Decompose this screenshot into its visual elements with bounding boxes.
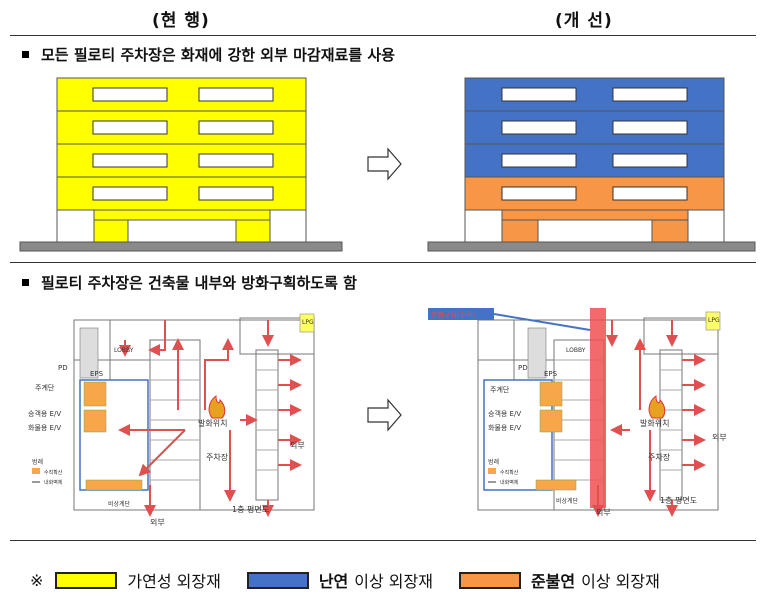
section-heading-exterior: 모든 필로티 주차장은 화재에 강한 외부 마감재료를 사용: [22, 44, 395, 65]
plan-label-stair: 주계단: [35, 383, 55, 392]
building-comparison-diagram: [19, 77, 756, 252]
plan-label-floor-plan: 1층 평면도: [232, 504, 269, 514]
bullet-square-icon: [22, 279, 29, 286]
plan-label-pd: PD: [58, 364, 68, 372]
plan-label-outside-right: 외부: [290, 440, 305, 450]
building-improved: [427, 77, 756, 252]
windows-improved: [501, 87, 688, 201]
fire-icon: [208, 395, 226, 419]
plan-label-emergency-stair: 비상계단: [108, 500, 131, 508]
legend-label-combustible: 가연성 외장재: [127, 572, 221, 591]
plan-label-passenger-ev: 승객용 E/V: [28, 409, 61, 418]
fire-compartment-pointer: [493, 313, 591, 331]
legend-swatch-semi-noncombustible: [458, 571, 521, 589]
plan-label-emergency-stair: 비상계단: [556, 497, 579, 505]
plan-legend-a: 수직확산: [44, 469, 63, 476]
legend-swatch-flame-retardant: [246, 571, 309, 589]
plan-legend-improved: 범례 수직확산 내화벽체: [488, 458, 519, 486]
section-heading-exterior-text: 모든 필로티 주차장은 화재에 강한 외부 마감재료를 사용: [41, 46, 395, 64]
piloti-beam-improved: [501, 209, 689, 221]
plan-legend-current: 범례 수직확산 내화벽체: [32, 458, 63, 486]
legend-item-semi-noncombustible: 준불연 이상 외장재: [458, 568, 660, 592]
plan-label-eps: EPS: [544, 370, 558, 378]
plan-label-parking: 주차장: [206, 452, 229, 462]
lpg-tank-icon: [299, 313, 315, 333]
plan-label-outside-right: 외부: [712, 432, 727, 442]
piloti-beam-current: [93, 209, 271, 221]
legend-mark: ※: [30, 570, 44, 590]
ground-improved: [427, 241, 756, 252]
plan-label-pd: PD: [518, 364, 528, 372]
lpg-tank-icon: [705, 311, 721, 331]
building-current: [19, 77, 343, 252]
legend-label-semi-noncombustible: 이상 외장재: [581, 572, 660, 591]
fire-compartment-tag: [428, 308, 494, 320]
legend-swatch-combustible: [55, 571, 118, 589]
section-heading-compartment-text: 필로티 주차장은 건축물 내부와 방화구획하도록 함: [41, 274, 357, 292]
section-heading-compartment: 필로티 주차장은 건축물 내부와 방화구획하도록 함: [22, 272, 357, 293]
windows-current: [92, 87, 274, 201]
piloti-column-right-current: [235, 219, 271, 244]
piloti-column-left-improved: [501, 219, 539, 244]
plan-legend-b: 내화벽체: [500, 479, 519, 486]
plan-label-lobby: LOBBY: [566, 347, 586, 354]
plan-label-stair: 주계단: [490, 385, 510, 394]
plan-label-freight-ev: 화물용 E/V: [488, 424, 521, 432]
arrow-right-icon: [367, 398, 402, 432]
column-title-improved: (개 선): [555, 11, 613, 31]
plan-label-eps: EPS: [90, 370, 104, 378]
plan-label-lobby: LOBBY: [114, 347, 134, 354]
piloti-column-left-current: [93, 219, 129, 244]
plan-legend-title: 범례: [488, 458, 499, 466]
plan-label-fire-origin: 발화위치: [640, 418, 669, 428]
plan-legend-title: 범례: [32, 458, 43, 466]
floor-plan-comparison: LPG PD EPS LOBBY 주계단 승객용 E/V 화물용 E/V 발화위…: [28, 308, 727, 527]
plan-label-outside-bottom: 외부: [596, 507, 611, 517]
plan-label-floor-plan: 1층 평면도: [660, 495, 697, 505]
legend-strong-flame-retardant: 난연: [318, 572, 349, 591]
plan-label-freight-ev: 화물용 E/V: [28, 424, 61, 432]
legend-label-flame-retardant: 이상 외장재: [354, 572, 433, 591]
legend-item-flame-retardant: 난연 이상 외장재: [246, 568, 433, 592]
material-legend: ※ 가연성 외장재 난연 이상 외장재 준불연 이상 외장재: [30, 568, 660, 592]
plan-label-outside-bottom: 외부: [150, 517, 165, 527]
header-divider: [10, 35, 756, 36]
section-divider: [10, 262, 756, 263]
arrow-right-icon: [367, 147, 402, 181]
plan-label-passenger-ev: 승객용 E/V: [488, 409, 521, 418]
floor-plan-current: LPG PD EPS LOBBY 주계단 승객용 E/V 화물용 E/V 발화위…: [28, 313, 315, 527]
plan-label-fire-origin: 발화위치: [198, 418, 227, 428]
plan-legend-a: 수직확산: [500, 469, 519, 476]
plan-legend-b: 내화벽체: [44, 479, 63, 486]
plan-label-lpg: LPG: [302, 319, 314, 326]
piloti-column-right-improved: [651, 219, 689, 244]
plan-label-fire-compartment: 방화구획(수직): [431, 310, 475, 319]
legend-item-combustible: 가연성 외장재: [55, 568, 221, 592]
fire-icon: [648, 395, 666, 419]
floor-plan-improved: LPG 방화구획(수직) PD EPS LOBBY 주계단 승객용 E/V 화물…: [428, 308, 727, 517]
plan-label-lpg: LPG: [708, 317, 720, 324]
legend-divider: [10, 540, 756, 541]
legend-strong-semi-noncombustible: 준불연: [530, 572, 576, 591]
fire-compartment-band: [590, 308, 606, 508]
column-title-current: (현 행): [152, 11, 210, 31]
bullet-square-icon: [22, 51, 29, 58]
ground-current: [19, 241, 343, 252]
plan-label-parking: 주차장: [648, 452, 671, 462]
